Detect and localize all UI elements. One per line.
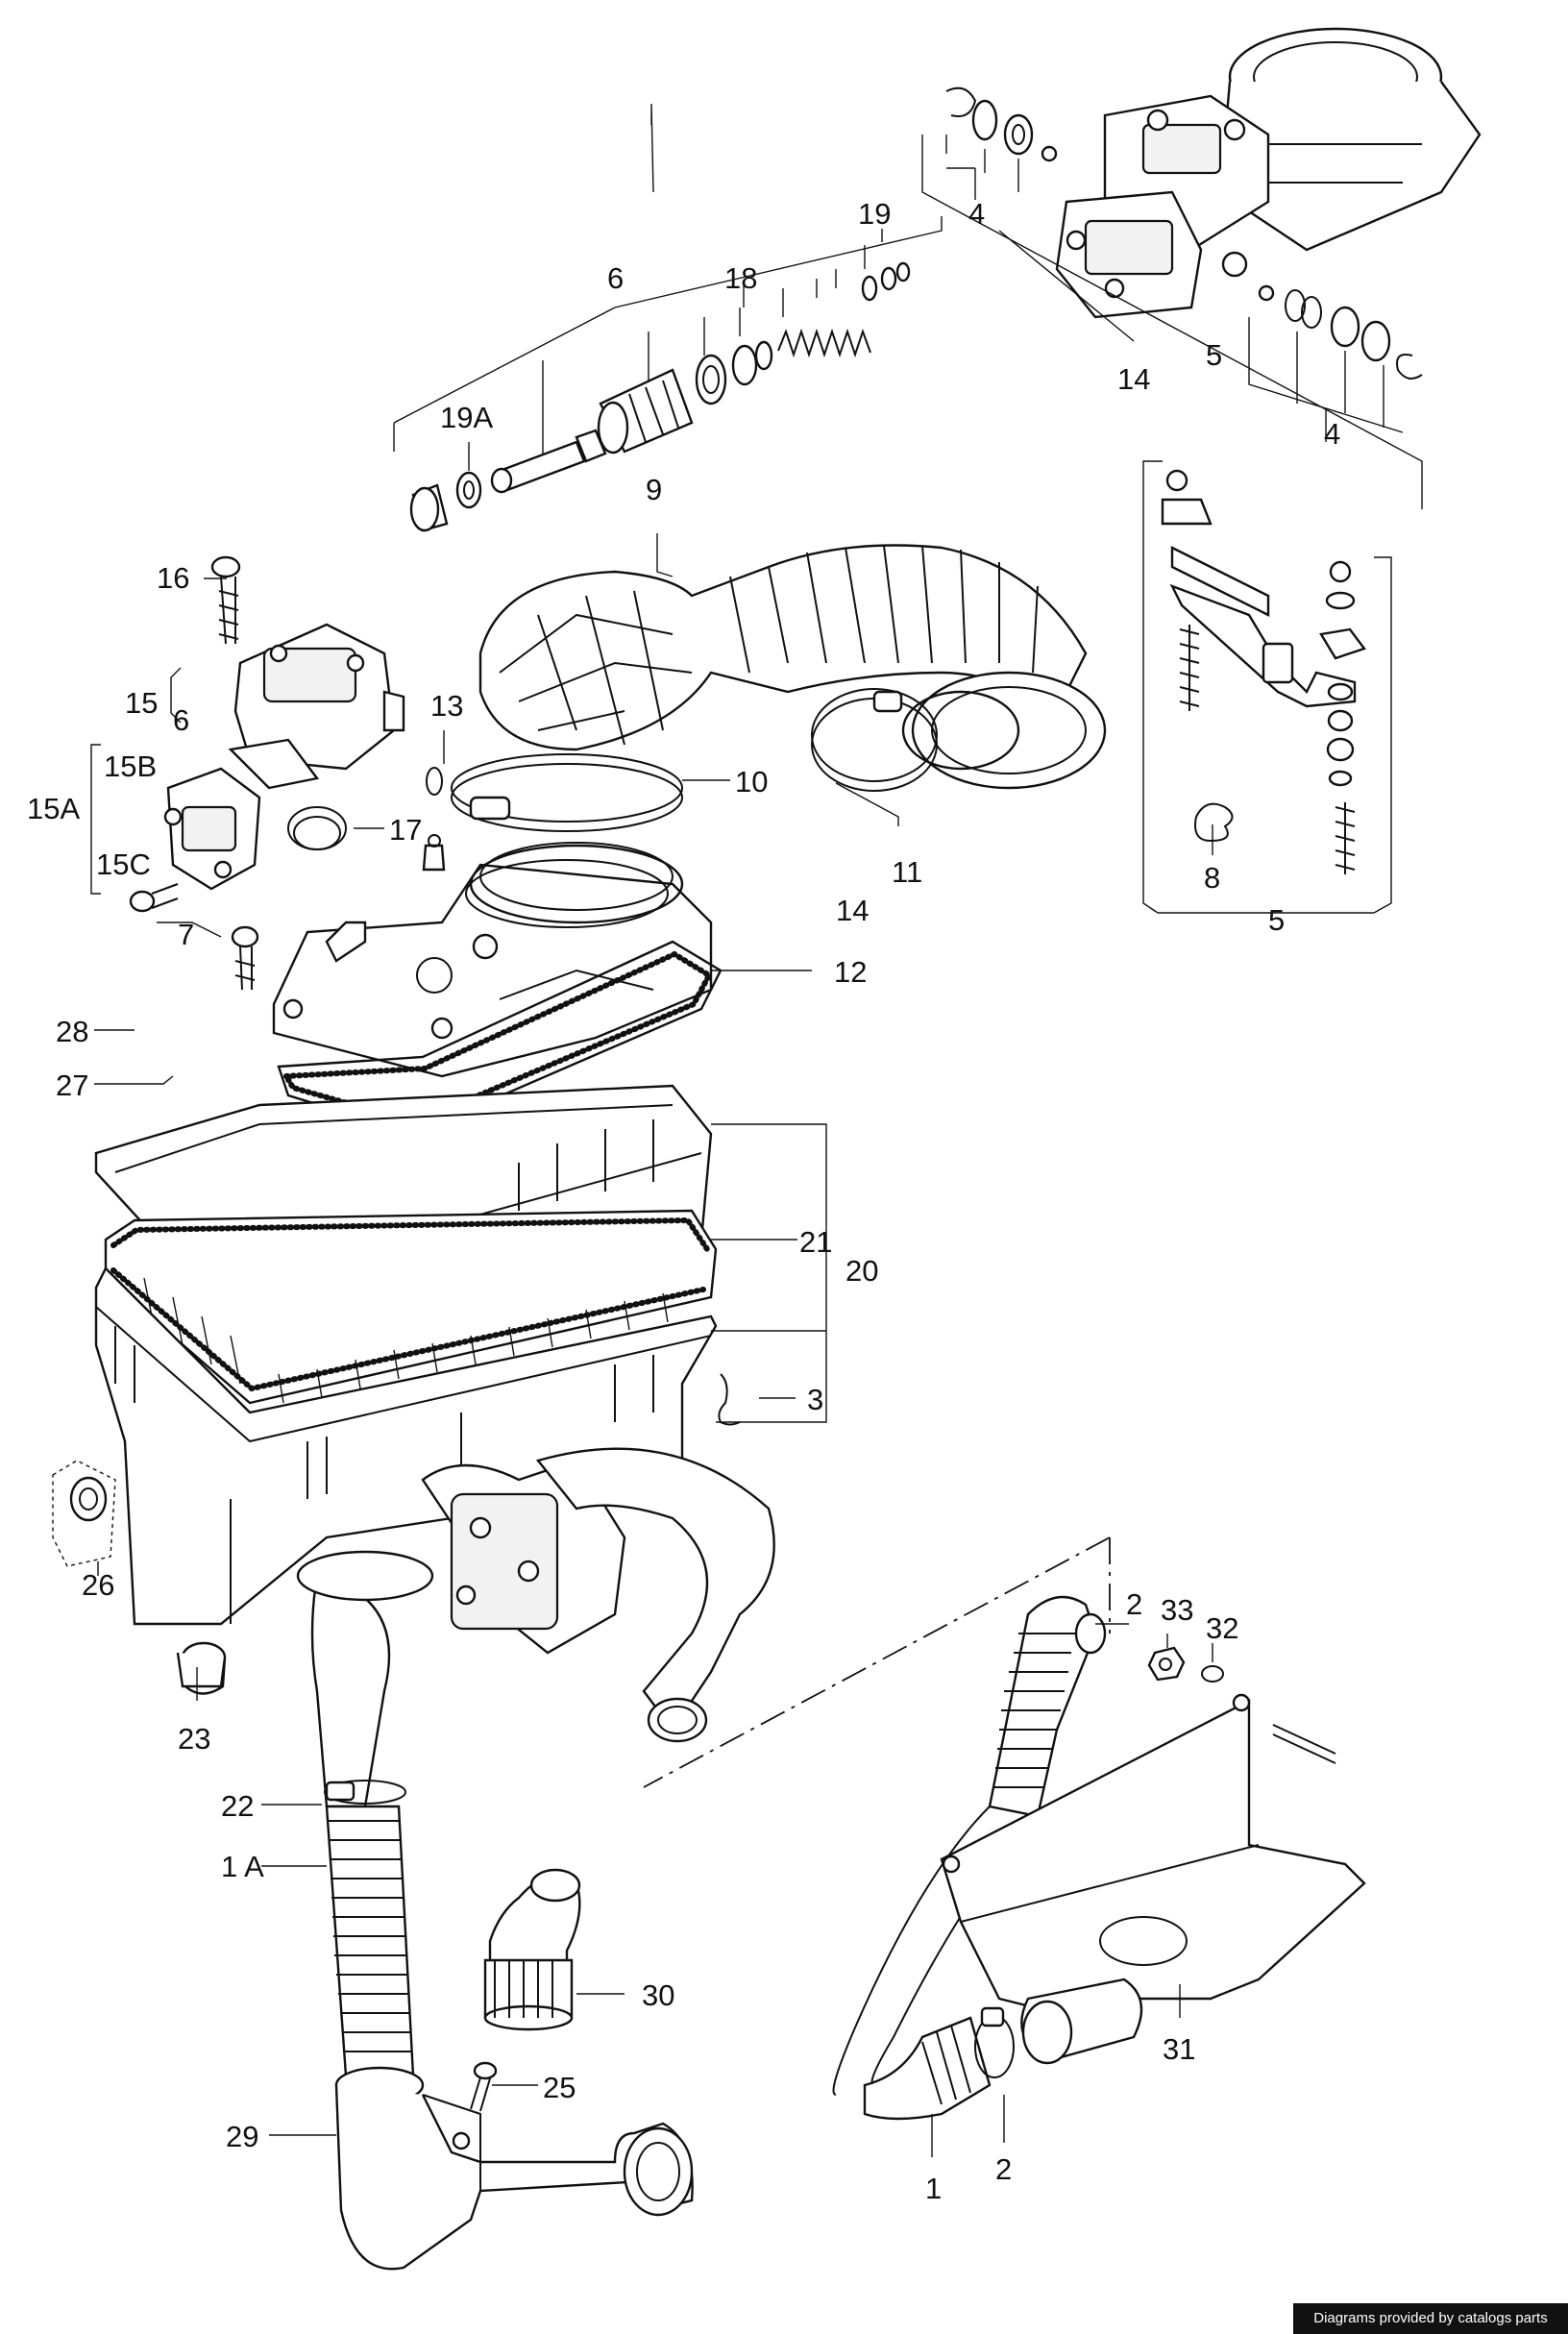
label-part-14-mid: 14 [836, 894, 869, 927]
label-part-6-left: 6 [173, 703, 189, 737]
label-part-12: 12 [834, 955, 867, 989]
label-part-3: 3 [807, 1383, 823, 1416]
label-part-32: 32 [1206, 1611, 1238, 1645]
label-part-28: 28 [56, 1015, 88, 1048]
label-part-4-top: 4 [968, 197, 985, 231]
mixture-housing [272, 842, 723, 1136]
label-part-13: 13 [430, 689, 463, 723]
label-part-10: 10 [735, 765, 768, 798]
leader-lines [94, 103, 1327, 2157]
label-part-2-top: 2 [1126, 1587, 1142, 1621]
elbow-connector [483, 1868, 581, 2031]
label-part-15: 15 [125, 686, 158, 720]
label-part-22: 22 [221, 1789, 254, 1823]
label-part-23: 23 [178, 1722, 210, 1756]
label-part-8: 8 [1204, 861, 1220, 895]
label-part-5-right: 5 [1268, 903, 1285, 937]
metering-unit-assembly [921, 27, 1482, 509]
label-part-15c: 15C [96, 848, 151, 881]
label-part-15a: 15A [27, 792, 80, 825]
label-part-6-top: 6 [607, 261, 624, 295]
heat-shield-assembly [643, 1536, 1366, 2121]
lower-intake-duct [176, 1447, 775, 2077]
air-cleaner-box [94, 1084, 741, 1626]
label-part-4-right: 4 [1324, 417, 1340, 451]
label-part-15b: 15B [104, 749, 157, 783]
label-part-17: 17 [389, 813, 422, 847]
label-part-26: 26 [82, 1568, 114, 1602]
label-part-20: 20 [845, 1254, 878, 1288]
mounting-hardware-detail [1142, 460, 1392, 914]
label-part-27: 27 [56, 1069, 88, 1102]
grommet [52, 1460, 116, 1567]
label-part-30: 30 [642, 1978, 674, 2012]
label-part-1: 1 [925, 2172, 942, 2205]
label-part-1a: 1 A [221, 1850, 264, 1883]
label-part-11: 11 [892, 855, 922, 889]
label-part-5-top: 5 [1206, 338, 1222, 372]
credit-footer: Diagrams provided by catalogs parts [1293, 2303, 1568, 2334]
label-part-7: 7 [178, 918, 194, 951]
label-part-16: 16 [157, 561, 189, 595]
label-part-21: 21 [799, 1225, 832, 1259]
label-part-18: 18 [724, 261, 757, 295]
lower-elbow-pipe [334, 2061, 694, 2271]
label-part-14-top: 14 [1117, 362, 1150, 396]
label-part-29: 29 [226, 2120, 258, 2153]
label-part-25: 25 [543, 2071, 576, 2104]
air-intake-boot [451, 544, 1107, 832]
label-part-19: 19 [858, 197, 891, 231]
label-part-2-bottom: 2 [995, 2152, 1012, 2186]
label-part-9: 9 [646, 473, 662, 506]
part-labels: 4 6 18 19 19A 14 5 4 9 16 15 6 13 15B 10… [27, 197, 1340, 2205]
control-plunger-parts [393, 216, 943, 532]
label-part-19a: 19A [440, 401, 493, 434]
label-part-31: 31 [1163, 2032, 1195, 2066]
regulator-assembly-left [90, 555, 446, 991]
label-part-33: 33 [1161, 1593, 1193, 1627]
